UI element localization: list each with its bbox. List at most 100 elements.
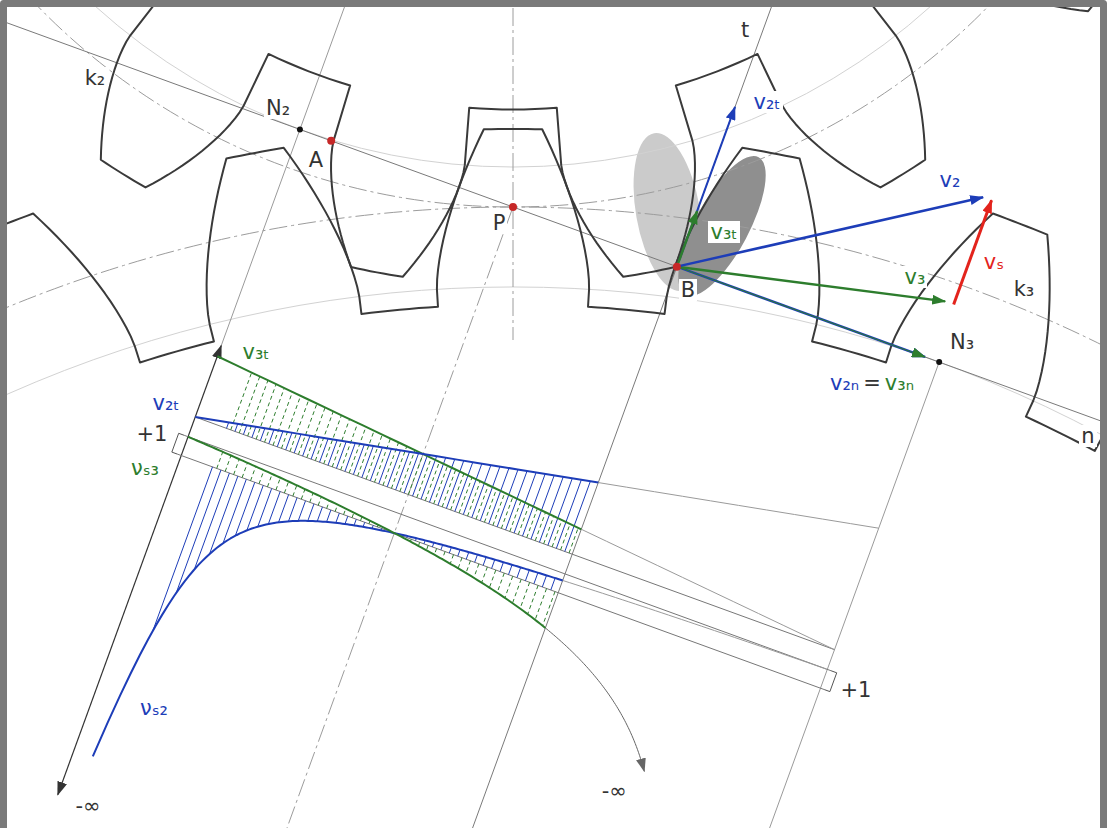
hatch-line bbox=[404, 453, 418, 493]
hatch-line bbox=[539, 477, 563, 542]
hatch-line bbox=[370, 447, 382, 480]
hatch-line bbox=[276, 478, 280, 490]
hatch-line bbox=[235, 424, 238, 432]
tangent-line bbox=[473, 0, 774, 828]
point-label: N₂ bbox=[264, 97, 292, 119]
hatch-line bbox=[327, 510, 331, 522]
hatch-line bbox=[259, 470, 264, 484]
hatch-line bbox=[294, 434, 301, 453]
hatch-line bbox=[217, 452, 223, 469]
hatch-line bbox=[269, 430, 274, 444]
hatch-line bbox=[379, 449, 392, 484]
hatch-line bbox=[518, 505, 529, 535]
hatch-line bbox=[482, 567, 488, 583]
circle-label: k₂ bbox=[83, 67, 108, 89]
hatch-line bbox=[332, 419, 349, 467]
hatch-line bbox=[362, 446, 374, 478]
unit-label: +1 bbox=[839, 679, 874, 701]
curve-label: v₃ₜ bbox=[240, 341, 271, 363]
velocity-curve bbox=[195, 417, 598, 483]
hatch-line bbox=[493, 493, 505, 525]
curve-continuation bbox=[545, 628, 644, 771]
hatch-line bbox=[298, 404, 317, 455]
hatch-line bbox=[446, 461, 463, 509]
hatch-line bbox=[284, 481, 288, 493]
curve-continuation bbox=[563, 580, 827, 669]
hatch-line bbox=[517, 567, 521, 577]
velocity-vector bbox=[677, 197, 983, 266]
hatch-line bbox=[265, 388, 285, 442]
hatch-line bbox=[279, 495, 289, 523]
pitch-circle bbox=[0, 207, 1107, 828]
hatch-line bbox=[231, 373, 252, 430]
pitch-normal-line bbox=[270, 207, 513, 828]
hatch-line bbox=[551, 578, 555, 590]
hatch-line bbox=[466, 561, 470, 573]
unit-label: +1 bbox=[135, 423, 170, 445]
gear-outline bbox=[0, 129, 1107, 530]
picture-frame bbox=[4, 4, 1104, 828]
hatch-line bbox=[527, 508, 538, 537]
normal-velocity-vector bbox=[677, 267, 925, 357]
hatch-line bbox=[303, 436, 310, 456]
hatch-line bbox=[548, 478, 572, 545]
hatch-line bbox=[273, 392, 292, 445]
hatch-line bbox=[290, 400, 309, 452]
line-label: n bbox=[1079, 425, 1096, 447]
hatch-line bbox=[492, 560, 495, 569]
sliding-curve bbox=[93, 521, 563, 757]
diagram-baseline bbox=[184, 435, 831, 670]
line-label: t bbox=[739, 19, 751, 41]
hatch-line bbox=[310, 493, 313, 502]
hatch-line bbox=[366, 435, 382, 480]
hatch-line bbox=[569, 528, 578, 553]
hatch-line bbox=[458, 558, 462, 569]
hatch-line bbox=[489, 468, 509, 524]
contact-point bbox=[327, 137, 335, 145]
asymptote-label: -∞ bbox=[600, 780, 629, 802]
hatch-line bbox=[535, 512, 545, 540]
hatch-line bbox=[413, 455, 428, 496]
hatch-line bbox=[242, 463, 247, 478]
hatch-line bbox=[506, 471, 527, 530]
hatch-line bbox=[298, 501, 305, 521]
hatch-line bbox=[336, 442, 346, 469]
hatch-line bbox=[489, 570, 495, 588]
diagram-axis bbox=[58, 346, 221, 795]
hatch-line bbox=[565, 481, 591, 551]
hatch-line bbox=[320, 439, 329, 463]
hatch-line bbox=[153, 467, 213, 631]
hatch-line bbox=[500, 562, 503, 571]
hatch-line bbox=[328, 440, 337, 465]
hatch-line bbox=[480, 467, 500, 521]
vector-label: = bbox=[861, 372, 883, 394]
hatch-line bbox=[375, 439, 391, 483]
curve-label: νₛ₃ bbox=[129, 457, 161, 479]
vector-label: v₃ₜ bbox=[708, 221, 739, 243]
hatch-line bbox=[544, 516, 554, 544]
hatch-line bbox=[442, 552, 445, 560]
hatch-line bbox=[509, 565, 513, 575]
velocity-curve bbox=[217, 356, 581, 529]
hatch-line bbox=[463, 464, 482, 515]
tangential-velocity-vector bbox=[677, 211, 697, 267]
hatch-line bbox=[234, 459, 240, 474]
hatch-line bbox=[288, 498, 297, 522]
normal-velocity-vector bbox=[677, 267, 925, 357]
hatch-line bbox=[327, 501, 330, 509]
hatch-line bbox=[512, 579, 521, 603]
hatch-line bbox=[286, 433, 292, 450]
point-label: A bbox=[307, 149, 325, 171]
hatch-line bbox=[552, 520, 562, 547]
hatch-line bbox=[293, 485, 297, 496]
hatch-line bbox=[252, 427, 256, 438]
hatch-line bbox=[497, 573, 504, 593]
hatch-line bbox=[505, 576, 513, 598]
hatch-line bbox=[301, 489, 305, 499]
hatch-line bbox=[336, 513, 340, 523]
vector-label: vₛ bbox=[982, 251, 1006, 273]
center-line bbox=[513, 8, 514, 340]
line-of-action bbox=[0, 17, 1107, 438]
hatch-line bbox=[358, 431, 374, 476]
